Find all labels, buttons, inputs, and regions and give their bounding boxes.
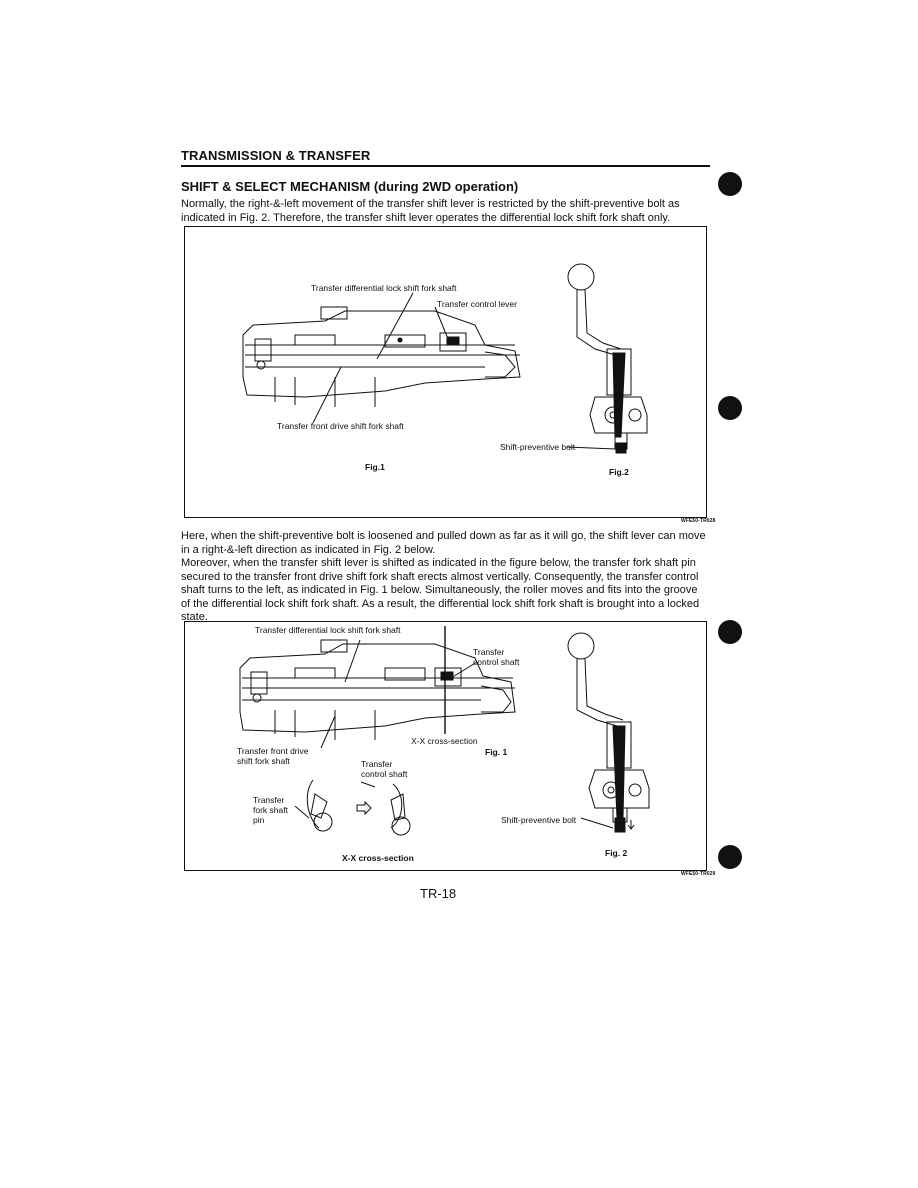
body-line-6: of the differential lock shift fork shaf… bbox=[181, 597, 700, 610]
label-pin-2: fork shaft bbox=[253, 805, 288, 815]
label-xx-section-bold: X-X cross-section bbox=[342, 853, 414, 863]
label-xx-section: X-X cross-section bbox=[411, 736, 478, 746]
figure-2-fig1-caption: Fig. 1 bbox=[485, 747, 508, 757]
intro-line-1: Normally, the right-&-left movement of t… bbox=[181, 198, 680, 210]
margin-bullet-4 bbox=[718, 845, 742, 869]
page-number: TR-18 bbox=[420, 886, 457, 901]
label-shift-preventive-bolt: Shift-preventive bolt bbox=[500, 442, 576, 452]
body-paragraph: Here, when the shift-preventive bolt is … bbox=[181, 530, 711, 625]
margin-bullet-2 bbox=[718, 396, 742, 420]
intro-paragraph: Normally, the right-&-left movement of t… bbox=[181, 198, 711, 225]
section-header: TRANSMISSION & TRANSFER bbox=[181, 148, 710, 167]
body-line-7: state. bbox=[181, 611, 208, 623]
body-line-5: shaft turns to the left, as indicated in… bbox=[181, 584, 698, 596]
label-control-shaft-2: control shaft bbox=[361, 769, 408, 779]
figure-1-code: WFE50-TR028 bbox=[681, 518, 716, 524]
label-control-shaft: control shaft bbox=[473, 657, 520, 667]
figure-2-caption: Fig.2 bbox=[609, 467, 629, 477]
margin-bullet-3 bbox=[718, 620, 742, 644]
label-shift-preventive-bolt-2: Shift-preventive bolt bbox=[501, 815, 577, 825]
figure-2-illustration bbox=[239, 626, 650, 836]
label-diff-lock-shaft-2: Transfer differential lock shift fork sh… bbox=[255, 625, 401, 635]
intro-line-2: indicated in Fig. 2. Therefore, the tran… bbox=[181, 211, 671, 224]
label-pin-3: pin bbox=[253, 815, 265, 825]
label-control-lever: Transfer control lever bbox=[437, 299, 517, 309]
figure-box-1: Transfer differential lock shift fork sh… bbox=[184, 226, 707, 518]
figure-box-2: Transfer differential lock shift fork sh… bbox=[184, 621, 707, 871]
margin-bullet-1 bbox=[718, 172, 742, 196]
label-transfer: Transfer bbox=[473, 647, 505, 657]
figure-1-caption: Fig.1 bbox=[365, 462, 385, 472]
label-diff-lock-shaft: Transfer differential lock shift fork sh… bbox=[311, 283, 457, 293]
body-line-4: secured to the transfer front drive shif… bbox=[181, 570, 699, 583]
label-pin-1: Transfer bbox=[253, 795, 285, 805]
figure-1-illustration bbox=[242, 263, 648, 454]
figure-2-code: WFE50-TR029 bbox=[681, 871, 716, 877]
label-front-drive-2: shift fork shaft bbox=[237, 756, 290, 766]
body-line-1: Here, when the shift-preventive bolt is … bbox=[181, 530, 706, 542]
figure-2-fig2-caption: Fig. 2 bbox=[605, 848, 628, 858]
label-front-drive-shaft: Transfer front drive shift fork shaft bbox=[277, 421, 404, 431]
label-front-drive-1: Transfer front drive bbox=[237, 746, 309, 756]
page-title: SHIFT & SELECT MECHANISM (during 2WD ope… bbox=[181, 179, 519, 194]
label-transfer-2: Transfer bbox=[361, 759, 393, 769]
body-line-2: in a right-&-left direction as indicated… bbox=[181, 543, 436, 556]
body-line-3: Moreover, when the transfer shift lever … bbox=[181, 557, 696, 569]
